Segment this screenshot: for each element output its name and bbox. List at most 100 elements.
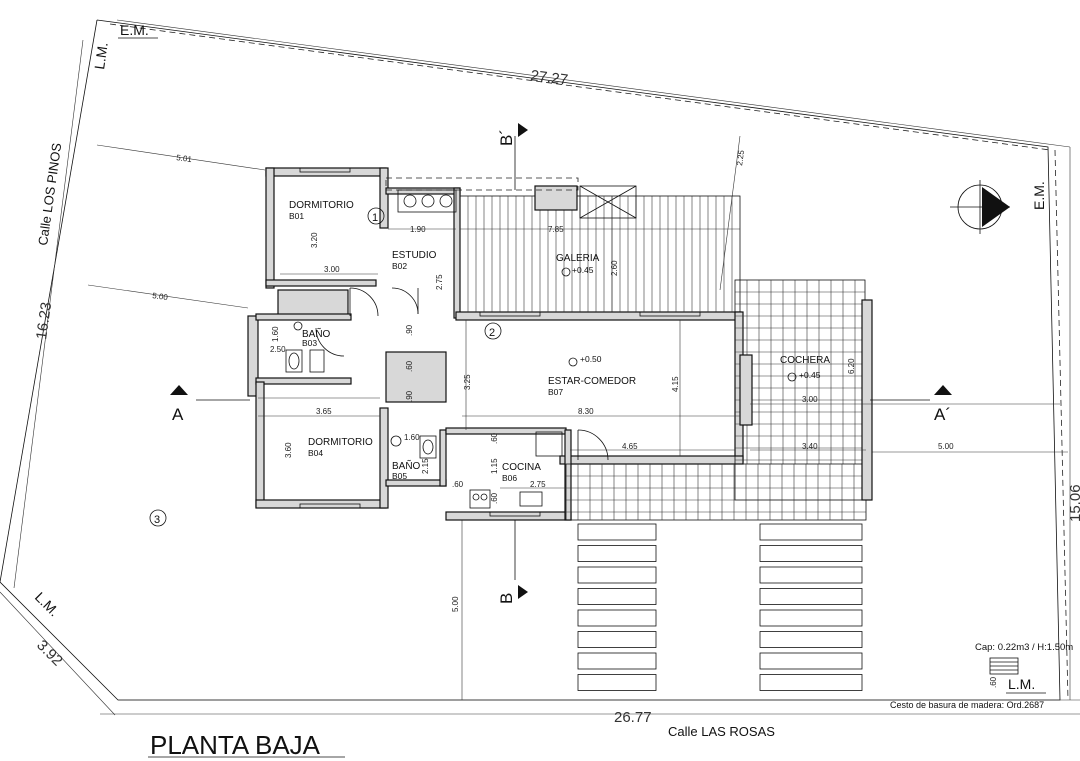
room-code: B07 [548, 387, 563, 397]
room-code: B05 [392, 471, 407, 481]
interior-dim: 3.40 [802, 442, 818, 451]
em-marker-top: E.M. [120, 22, 149, 38]
section-b-prime-arrow [518, 123, 528, 137]
interior-dimension-lines [258, 196, 1060, 489]
lot-dim-corner: 3.92 [33, 637, 66, 670]
lot-boundary [0, 19, 1080, 716]
room-code: B04 [308, 448, 323, 458]
interior-dim: 8.30 [578, 407, 594, 416]
parking-strip [759, 588, 863, 605]
parking-strip [759, 523, 863, 541]
room-code: B06 [502, 473, 517, 483]
room-name: COCHERA [780, 355, 830, 366]
setback-dim: 6.20 [847, 358, 856, 374]
interior-dim: .90 [405, 390, 414, 402]
level-cochera: +0.45 [799, 370, 821, 380]
level-markers [561, 267, 797, 382]
interior-dim: 4.15 [671, 376, 680, 392]
setback-dim: 5.00 [152, 291, 169, 302]
setback-dim: 5.00 [938, 442, 954, 451]
room-code: B02 [392, 261, 407, 271]
parking-strip [577, 631, 657, 648]
interior-dim: .60 [989, 676, 998, 688]
section-a-prime-arrow [934, 385, 952, 395]
interior-dim: 1.90 [410, 225, 426, 234]
parking-strip [577, 609, 657, 627]
lot-dim-top: 27.27 [529, 67, 568, 89]
galeria-deck [385, 177, 741, 313]
drawing-title: PLANTA BAJA [150, 730, 321, 760]
parking-strip [759, 545, 863, 562]
section-a-prime-label: A´ [934, 405, 951, 424]
room-name: DORMITORIO [308, 437, 373, 448]
interior-dim: 1.60 [404, 433, 420, 442]
orientation-symbol [950, 180, 1010, 234]
lm-marker-bottom: L.M. [1008, 676, 1035, 692]
orientation-arrow-icon [982, 187, 1010, 227]
room-name: ESTUDIO [392, 250, 437, 261]
parking-strip [577, 588, 657, 605]
level-estar: +0.50 [580, 354, 602, 364]
street-bottom-label: Calle LAS ROSAS [668, 724, 775, 739]
capacity-note: Cap: 0.22m3 / H:1.50m [975, 642, 1073, 653]
parking-strip [759, 631, 863, 648]
interior-dim: 2.75 [435, 274, 444, 290]
basket-note: Cesto de basura de madera: Ord.2687 [890, 700, 1044, 710]
interior-dim: 4.65 [622, 442, 638, 451]
parking-strip [577, 523, 657, 541]
parking-strip [577, 566, 657, 584]
room-code: B03 [302, 338, 317, 348]
parking-strips [577, 523, 863, 691]
parking-strip [577, 545, 657, 562]
lm-marker-top: L.M. [91, 41, 111, 70]
interior-dim: 1.60 [271, 326, 280, 342]
level-galeria: +0.45 [572, 265, 594, 275]
parking-strip [759, 652, 863, 670]
interior-dim: 3.00 [802, 395, 818, 404]
room-name: BAÑO [302, 327, 331, 340]
interior-dim: .60 [405, 360, 414, 372]
room-code: B01 [289, 211, 304, 221]
interior-dim: 3.20 [310, 232, 319, 248]
section-a-label: A [172, 405, 184, 424]
lot-dim-right: 15.06 [1067, 484, 1080, 522]
room-name: DORMITORIO [289, 200, 354, 211]
interior-dim: 2.60 [610, 260, 619, 276]
interior-dim: 3.60 [284, 442, 293, 458]
interior-dim: 3.25 [463, 374, 472, 390]
setback-dim: 2.25 [735, 149, 746, 166]
section-b-arrow [518, 585, 528, 599]
callout-label: 1 [372, 212, 378, 224]
interior-dim: 3.00 [324, 265, 340, 274]
room-name: GALERIA [556, 253, 600, 264]
interior-dim: 2.15 [421, 458, 430, 474]
parking-strip [759, 674, 863, 691]
callout-label: 3 [154, 514, 160, 526]
interior-dim: 2.50 [270, 345, 286, 354]
section-lines [170, 123, 952, 599]
setback-lines [87, 135, 1068, 700]
section-a-arrow [170, 385, 188, 395]
lm-marker-corner: L.M. [32, 589, 63, 620]
callout-label: 2 [489, 327, 495, 339]
room-name: COCINA [502, 462, 541, 473]
interior-dim: .90 [405, 324, 414, 336]
lot-dim-bottom: 26.77 [614, 709, 652, 726]
lot-dim-left: 16.23 [33, 301, 55, 341]
parking-strip [577, 652, 657, 670]
fixtures [285, 189, 1019, 675]
parking-strip [759, 566, 863, 584]
interior-dim: 3.65 [316, 407, 332, 416]
doors [315, 287, 609, 461]
interior-dim: 2.75 [530, 480, 546, 489]
cochera-paving [565, 279, 873, 521]
room-name: ESTAR-COMEDOR [548, 376, 636, 387]
setback-dim: 5.01 [176, 153, 193, 164]
em-marker-right: E.M. [1031, 181, 1047, 210]
section-b-label: B [497, 593, 516, 604]
interior-dim: 1.15 [490, 458, 499, 474]
callout-circles [149, 207, 502, 527]
parking-strip [759, 609, 863, 627]
interior-dim: .60 [452, 480, 464, 489]
